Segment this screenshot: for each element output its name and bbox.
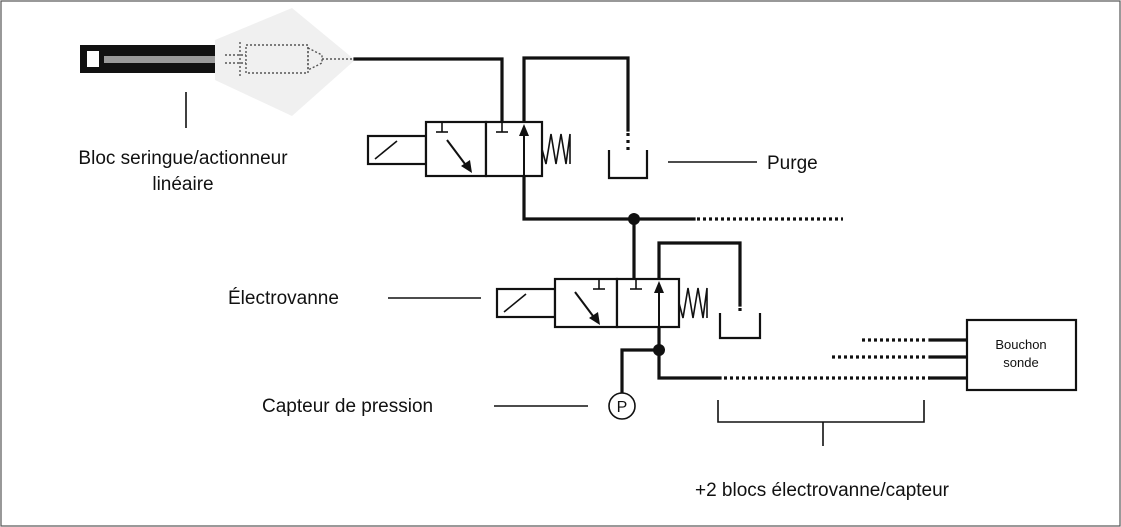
syringe-barrel <box>245 44 309 74</box>
extra-blocks-brace <box>717 400 925 446</box>
valve2-spring <box>678 287 708 319</box>
tube-syringe-to-valve1 <box>353 57 504 124</box>
tube-junction2-to-sensor <box>620 348 661 394</box>
solenoid-valve-2 <box>495 277 708 329</box>
valve2-up-arrowhead <box>654 281 664 293</box>
valve2-coil-slash <box>503 293 527 313</box>
tubing <box>353 56 969 394</box>
valve1-coil <box>366 134 428 166</box>
valve1-diag-arrowhead <box>461 160 472 173</box>
purge-label: Purge <box>767 153 818 174</box>
pressure-sensor-symbol: P <box>617 399 628 416</box>
valve1-spring <box>541 133 571 165</box>
pressure-sensor-icon <box>608 392 636 420</box>
probe-cap-box <box>965 318 1078 392</box>
syringe-shadow <box>215 8 355 116</box>
syringe-actuator <box>80 8 355 128</box>
valve2-diag-arrowhead <box>589 312 600 325</box>
tube-valve1-to-purge <box>522 56 630 132</box>
solenoid-valve-1 <box>366 120 571 178</box>
extra-blocks-label: +2 blocs électrovanne/capteur <box>695 480 950 501</box>
purge-cup-2 <box>718 313 762 340</box>
probe-cap-label-line1: Bouchon <box>995 337 1046 352</box>
actuator-rod <box>104 56 224 63</box>
valve2-right-cell <box>615 277 681 329</box>
tube-valve2-to-purge <box>657 241 742 307</box>
syringe-block-label-line2: linéaire <box>152 174 213 195</box>
actuator-end-window <box>87 51 99 67</box>
valve1-up-arrowhead <box>519 124 529 136</box>
valve1-coil-slash <box>374 140 398 160</box>
valve2-coil <box>495 287 557 319</box>
tube-valve1-down <box>522 174 636 221</box>
tube-valve2-down <box>657 325 722 380</box>
solenoid-valve-label: Électrovanne <box>228 288 339 309</box>
syringe-block-label-line1: Bloc seringue/actionneur <box>78 148 288 169</box>
junction-dot-2 <box>653 344 665 356</box>
valve2-diag-arrow <box>574 291 597 321</box>
valve1-left-cell <box>424 120 488 178</box>
probe-cap-label-line2: sonde <box>1003 355 1038 370</box>
purge-cup-1 <box>607 150 649 180</box>
valve2-left-cell <box>553 277 619 329</box>
junction-dot-1 <box>628 213 640 225</box>
valve1-right-cell <box>484 120 544 178</box>
pressure-sensor-label: Capteur de pression <box>262 396 433 417</box>
valve1-diag-arrow <box>446 139 469 169</box>
